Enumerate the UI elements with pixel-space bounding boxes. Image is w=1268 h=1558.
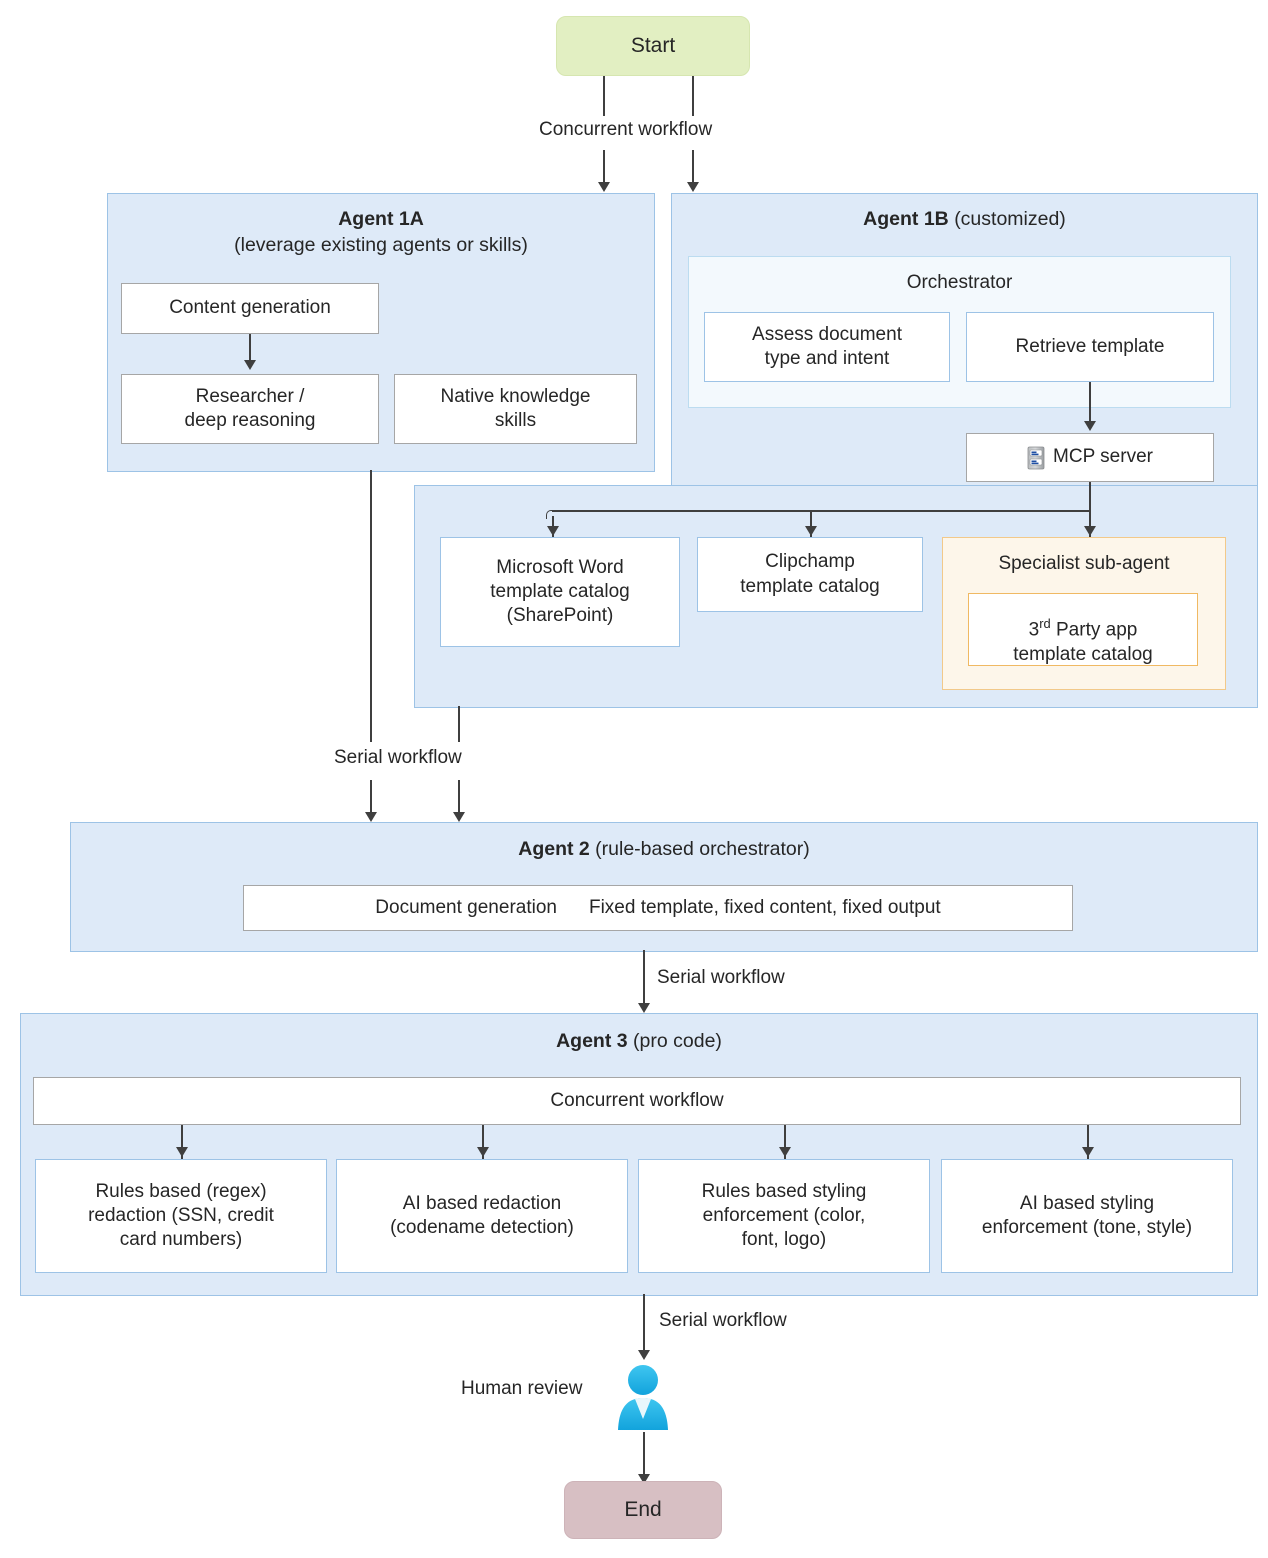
orchestrator-label: Orchestrator — [906, 272, 1013, 293]
box-rules-based-regex-redaction[interactable]: Rules based (regex) redaction (SSN, cred… — [35, 1159, 327, 1273]
agent-2-title: Agent 2 (rule-based orchestrator) — [71, 838, 1257, 861]
box-third-party-template-label: 3rd Party app template catalog — [1013, 592, 1152, 667]
connector-content-to-researcher — [249, 334, 251, 362]
arrowhead-to-clipchamp-catalog — [805, 526, 817, 536]
agent-1a-title-bold: Agent 1A — [338, 208, 424, 230]
box-ai-based-redaction[interactable]: AI based redaction (codename detection) — [336, 1159, 628, 1273]
box-ai-redaction-label: AI based redaction (codename detection) — [390, 1192, 574, 1238]
connector-human-to-end — [643, 1432, 645, 1480]
connector-start-left-upper — [603, 76, 605, 116]
end-label: End — [624, 1497, 662, 1521]
connector-bus-to-clipchamp — [810, 510, 812, 538]
edge-label-serial-to-agent2: Serial workflow — [334, 747, 462, 768]
connector-agent1a-down-lower — [370, 780, 372, 814]
box-ai-based-styling-enforcement[interactable]: AI based styling enforcement (tone, styl… — [941, 1159, 1233, 1273]
box-rules-styling-label: Rules based styling enforcement (color, … — [701, 1180, 867, 1251]
connector-mcp-down — [1089, 482, 1091, 511]
agent-1b-title: Agent 1B (customized) — [672, 208, 1257, 231]
box-native-knowledge-label: Native knowledge skills — [440, 385, 591, 431]
box-word-template-label: Microsoft Word template catalog (SharePo… — [490, 556, 630, 627]
box-third-party-template-catalog[interactable]: 3rd Party app template catalog — [968, 593, 1198, 666]
box-mcp-server-label: MCP server — [1053, 446, 1153, 468]
agent-3-title-bold: Agent 3 — [556, 1030, 628, 1052]
connector-agent1b-down-lower — [458, 780, 460, 814]
box-content-generation[interactable]: Content generation — [121, 283, 379, 334]
connector-start-left-lower — [603, 150, 605, 184]
connector-start-right-lower — [692, 150, 694, 184]
connector-agent3-fan-1 — [181, 1125, 183, 1159]
arrowhead-to-agent1b — [687, 182, 699, 192]
arrowhead-agent3-fan-4 — [1082, 1147, 1094, 1157]
box-assess-document-label: Assess document type and intent — [752, 323, 902, 369]
connector-start-right-upper — [692, 76, 694, 116]
box-rules-based-styling-enforcement[interactable]: Rules based styling enforcement (color, … — [638, 1159, 930, 1273]
box-clipchamp-template-catalog[interactable]: Clipchamp template catalog — [697, 537, 923, 612]
agent-3-title: Agent 3 (pro code) — [21, 1030, 1257, 1053]
box-rules-redaction-label: Rules based (regex) redaction (SSN, cred… — [88, 1180, 274, 1251]
edge-label-serial-agent2-agent3: Serial workflow — [657, 967, 785, 988]
edge-label-concurrent-top: Concurrent workflow — [539, 119, 713, 140]
arrowhead-agent1b-to-agent2 — [453, 812, 465, 822]
connector-retrieve-to-mcp — [1089, 382, 1091, 423]
agent-3-subtitle: (pro code) — [633, 1030, 722, 1052]
box-researcher-label: Researcher / deep reasoning — [184, 385, 316, 431]
connector-catalog-bus — [552, 510, 1091, 512]
connector-agent3-fan-3 — [784, 1125, 786, 1159]
server-icon — [1027, 446, 1045, 470]
edge-label-serial-agent3-human: Serial workflow — [659, 1310, 787, 1331]
arrowhead-agent1a-to-agent2 — [365, 812, 377, 822]
box-word-template-catalog[interactable]: Microsoft Word template catalog (SharePo… — [440, 537, 680, 647]
connector-catalog-bus-corner — [546, 510, 555, 519]
arrowhead-human-to-end — [638, 1474, 650, 1484]
start-node[interactable]: Start — [556, 16, 750, 76]
box-mcp-server[interactable]: MCP server — [966, 433, 1214, 482]
connector-bus-to-specialist — [1089, 510, 1091, 538]
human-review-label: Human review — [461, 1378, 583, 1399]
agent2-row-left-label: Document generation — [375, 896, 557, 918]
arrowhead-agent3-fan-1 — [176, 1147, 188, 1157]
specialist-sub-agent-label: Specialist sub-agent — [998, 553, 1170, 574]
box-assess-document-type[interactable]: Assess document type and intent — [704, 312, 950, 382]
start-label: Start — [630, 33, 676, 57]
agent-1a-subtitle: (leverage existing agents or skills) — [234, 234, 528, 256]
third-party-rest: Party app template catalog — [1013, 619, 1153, 665]
box-ai-styling-label: AI based styling enforcement (tone, styl… — [981, 1192, 1193, 1238]
box-agent2-document-generation-row[interactable]: Document generation Fixed template, fixe… — [243, 885, 1073, 931]
agent-2-subtitle: (rule-based orchestrator) — [595, 838, 810, 860]
third-party-sup: rd — [1039, 616, 1051, 632]
agent-1b-title-bold: Agent 1B — [863, 208, 949, 230]
arrowhead-agent3-fan-3 — [779, 1147, 791, 1157]
agent-1a-title: Agent 1A — [108, 208, 654, 231]
arrowhead-to-word-catalog — [547, 526, 559, 536]
box-content-generation-label: Content generation — [169, 297, 331, 319]
arrowhead-retrieve-to-mcp — [1084, 421, 1096, 431]
connector-agent3-fan-2 — [482, 1125, 484, 1159]
third-party-prefix: 3 — [1028, 619, 1040, 641]
box-researcher-deep-reasoning[interactable]: Researcher / deep reasoning — [121, 374, 379, 444]
connector-agent1b-down-upper — [458, 706, 460, 742]
agent-2-title-bold: Agent 2 — [518, 838, 590, 860]
box-agent3-concurrent-workflow-bar[interactable]: Concurrent workflow — [33, 1077, 1241, 1125]
arrowhead-to-agent1a — [598, 182, 610, 192]
connector-agent1a-down-upper — [370, 470, 372, 742]
end-node[interactable]: End — [564, 1481, 722, 1539]
arrowhead-content-to-researcher — [244, 360, 256, 370]
box-retrieve-template[interactable]: Retrieve template — [966, 312, 1214, 382]
box-retrieve-template-label: Retrieve template — [1015, 335, 1165, 357]
arrowhead-agent3-fan-2 — [477, 1147, 489, 1157]
box-clipchamp-template-label: Clipchamp template catalog — [740, 551, 880, 597]
box-native-knowledge-skills[interactable]: Native knowledge skills — [394, 374, 637, 444]
agent-1b-subtitle: (customized) — [954, 208, 1066, 230]
arrowhead-to-specialist — [1084, 526, 1096, 536]
person-icon — [613, 1364, 673, 1432]
agent3-workflow-bar-label: Concurrent workflow — [550, 1089, 724, 1111]
arrowhead-agent2-to-agent3 — [638, 1003, 650, 1013]
agent2-row-right-label: Fixed template, fixed content, fixed out… — [588, 896, 941, 918]
arrowhead-agent3-to-human — [638, 1350, 650, 1360]
connector-agent2-to-agent3 — [643, 950, 645, 1008]
connector-agent3-fan-4 — [1087, 1125, 1089, 1159]
connector-agent3-to-human — [643, 1294, 645, 1356]
